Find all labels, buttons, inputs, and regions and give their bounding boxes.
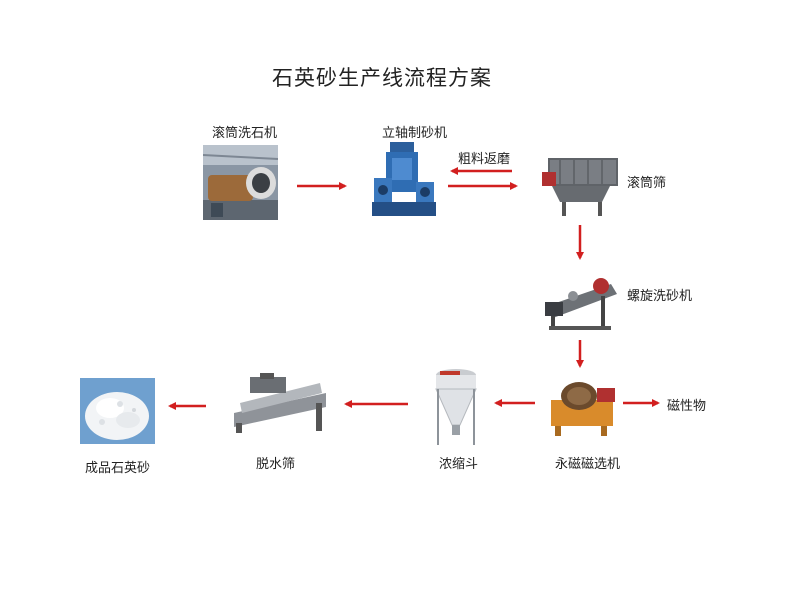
spiral-washer-label: 螺旋洗砂机 (627, 289, 693, 304)
magnetic-separator-image (545, 378, 620, 438)
thickener-image (432, 365, 480, 447)
coarse-return-label: 粗料返磨 (458, 152, 511, 167)
product-label: 成品石英砂 (85, 461, 151, 476)
drum-washer-label: 滚筒洗石机 (212, 126, 278, 141)
drum-washer-image (202, 145, 279, 220)
product-image (80, 378, 155, 444)
dewatering-screen-image (230, 373, 330, 435)
thickener-label: 浓缩斗 (439, 457, 479, 472)
vsi-crusher-image (370, 138, 438, 220)
diagram-title: 石英砂生产线流程方案 (272, 66, 492, 90)
drum-screen-label: 滚筒筛 (627, 176, 667, 191)
vsi-crusher-label: 立轴制砂机 (382, 126, 448, 141)
magnetic-separator-label: 永磁磁选机 (555, 457, 621, 472)
magnetic-material-label: 磁性物 (667, 399, 707, 414)
spiral-washer-image (541, 272, 621, 332)
dewatering-screen-label: 脱水筛 (256, 457, 296, 472)
drum-screen-image (540, 150, 622, 218)
